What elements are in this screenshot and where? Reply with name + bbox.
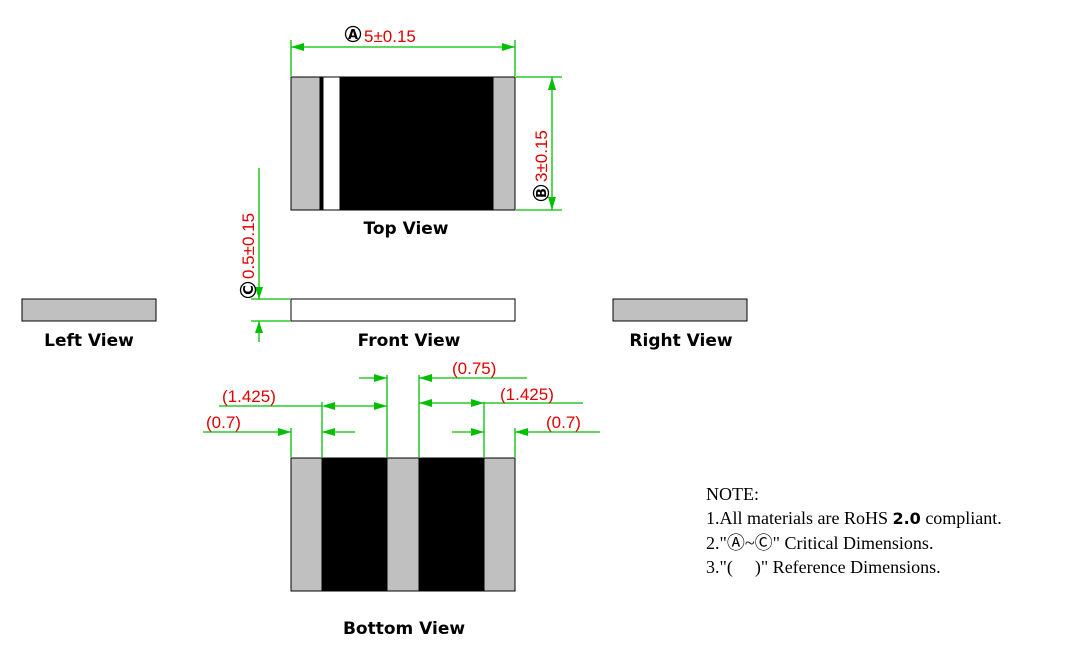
ref-dimension-right-outer: (1.425) (419, 385, 583, 407)
dimension-a: A 5±0.15 (290, 25, 516, 76)
right-view-label: Right View (629, 331, 732, 351)
note-2: 2."Ⓐ~Ⓒ" Critical Dimensions. (706, 533, 934, 553)
dimension-b-value: 3±0.15 (532, 130, 551, 182)
bottom-view: Bottom View (290, 457, 516, 639)
ref-dimension-right-inner: (0.7) (452, 413, 600, 436)
ref-dimension-left-inner: (0.7) (203, 413, 355, 436)
ref-left-inner-value: (0.7) (206, 413, 241, 432)
critical-c-marker (239, 281, 257, 299)
notes-title: NOTE: (706, 484, 759, 504)
ref-right-inner-value: (0.7) (546, 413, 581, 432)
dimension-c: C 0.5±0.15 (239, 168, 290, 342)
notes-block: NOTE: 1.All materials are RoHS 2.0 compl… (706, 482, 1002, 579)
rohs-version: 2.0 (892, 509, 921, 528)
critical-b-marker (532, 184, 550, 202)
ref-center-value: (0.75) (452, 359, 496, 378)
bottom-terminal-right (483, 457, 516, 592)
left-view-label: Left View (44, 331, 134, 351)
right-view-body (612, 298, 748, 322)
ref-dimension-center: (0.75) (359, 359, 527, 382)
dimension-a-value: 5±0.15 (364, 27, 416, 46)
bottom-terminal-left (290, 457, 323, 592)
critical-a-symbol: Ⓐ (726, 533, 745, 553)
bottom-view-label: Bottom View (343, 619, 465, 639)
right-view: Right View (612, 298, 748, 351)
svg-text:C: C (242, 285, 257, 295)
dimension-b: B 3±0.15 (516, 76, 562, 211)
top-view-terminal-left (290, 76, 321, 211)
top-view-terminal-right (492, 76, 516, 211)
front-view-label: Front View (358, 331, 461, 351)
polarity-stripe (322, 76, 341, 211)
note-3: 3."()" Reference Dimensions. (706, 557, 941, 577)
front-view: Front View (290, 298, 516, 351)
svg-text:A: A (348, 28, 358, 43)
ref-left-outer-value: (1.425) (222, 387, 276, 406)
left-view: Left View (21, 298, 157, 351)
ref-right-outer-value: (1.425) (500, 385, 554, 404)
reference-extension-lines (290, 375, 516, 457)
top-view: Top View (290, 76, 516, 239)
front-view-body (290, 298, 516, 322)
dimension-c-value: 0.5±0.15 (239, 213, 258, 279)
top-view-label: Top View (363, 219, 448, 239)
left-view-body (21, 298, 157, 322)
svg-text:B: B (535, 188, 550, 198)
ref-dimension-left-outer: (1.425) (219, 387, 387, 410)
note-1: 1.All materials are RoHS 2.0 compliant. (706, 508, 1002, 528)
critical-c-symbol: Ⓒ (754, 533, 773, 553)
bottom-terminal-center (386, 457, 420, 592)
critical-a-marker (344, 25, 362, 43)
